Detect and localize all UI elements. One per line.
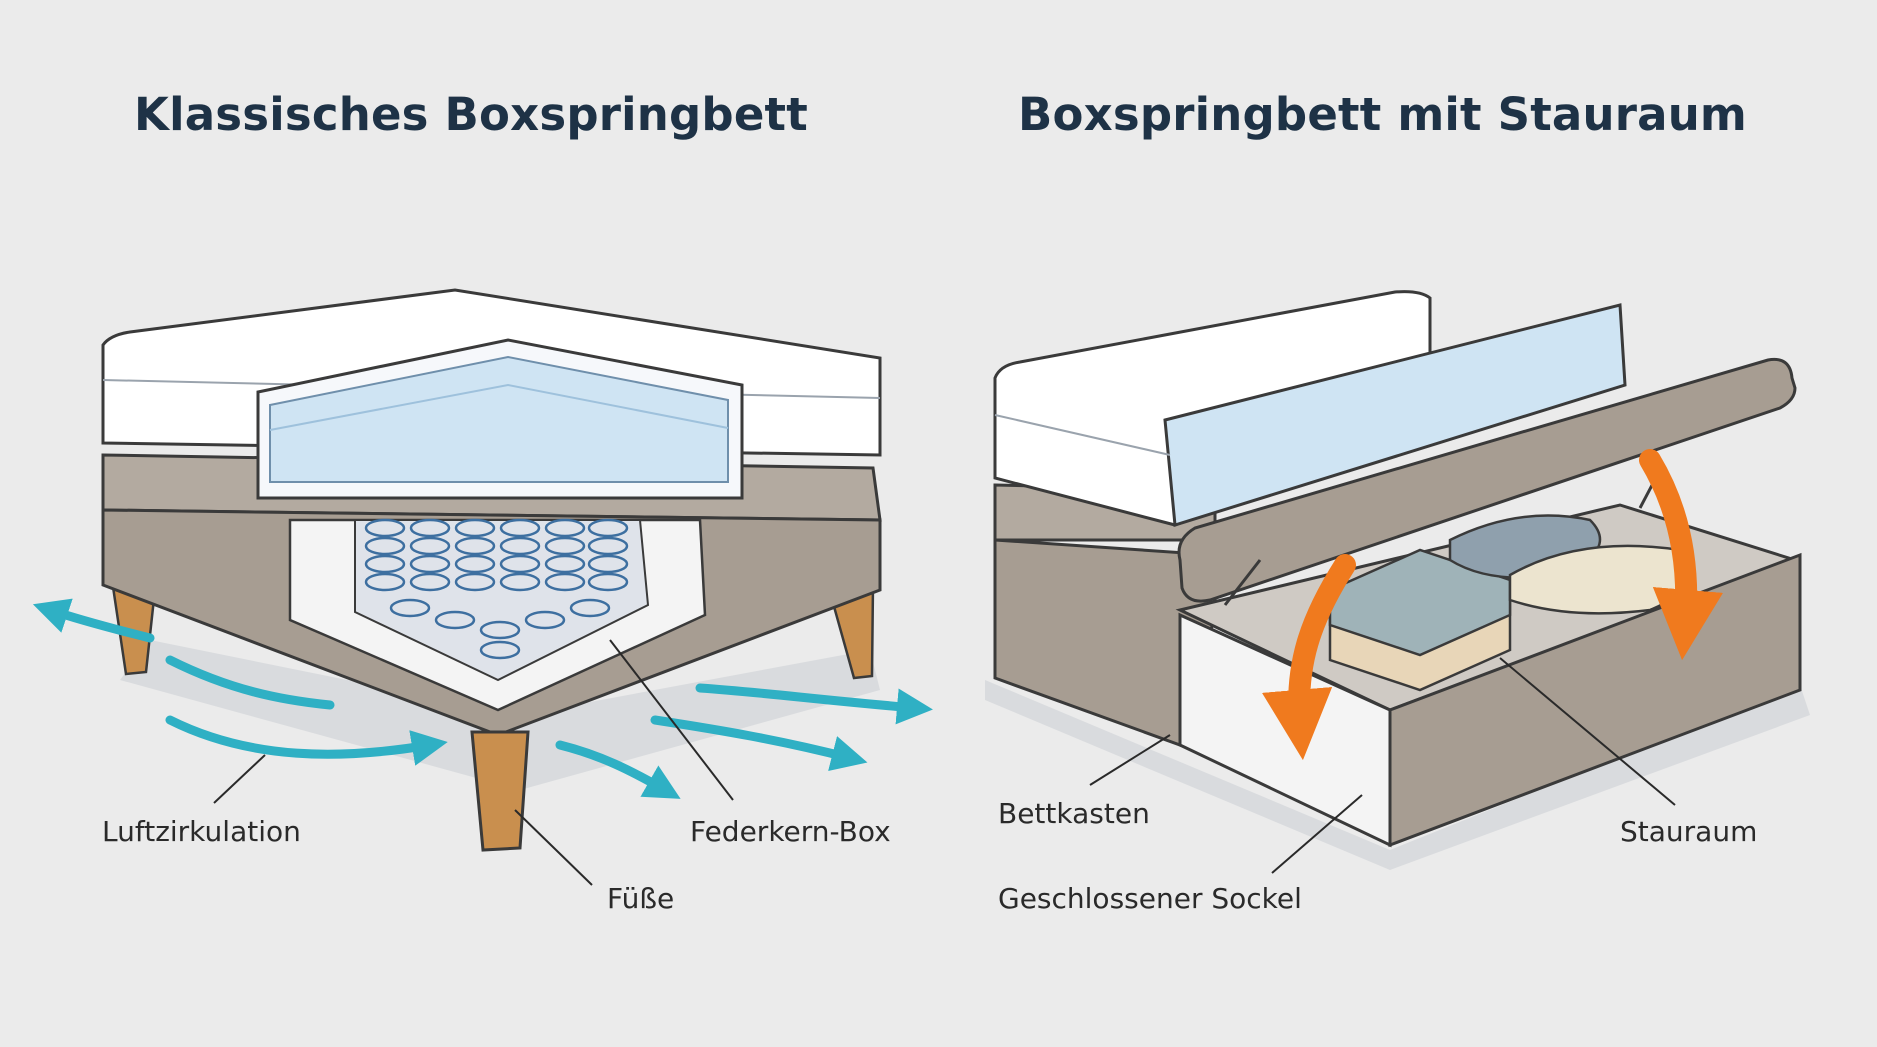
classic-boxspring-illustration [32,288,933,886]
stored-items [1328,514,1692,692]
spring-coils [364,518,629,660]
blanket-top [1328,548,1512,657]
label-air-circulation: Luftzirkulation [102,815,301,848]
label-bedbox: Bettkasten [998,797,1150,830]
mattress-right-seam [994,414,1171,456]
storage-boxspring-illustration [985,290,1810,874]
label-closed-base: Geschlossener Sockel [998,882,1302,915]
lift-arrow-right [1639,449,1723,661]
airflow-arrows [32,598,933,799]
lifted-lid [1177,357,1797,603]
mattress-foam-core [269,355,729,483]
air-arrow-6 [650,715,868,771]
leg-front [470,730,530,852]
label-spring-box: Federkern-Box [690,815,891,848]
label-feet: Füße [607,882,675,915]
title-storage-boxspring: Boxspringbett mit Stauraum [1018,88,1748,141]
floor-shadow-right [985,680,1810,870]
gas-spring-left [1223,559,1262,606]
title-classic-boxspring: Klassisches Boxspringbett [134,88,808,141]
leader-base [1271,794,1363,874]
label-storage: Stauraum [1620,815,1758,848]
leader-air [213,754,266,804]
leader-feet [514,809,593,886]
air-arrow-1 [32,598,155,643]
air-arrow-3 [165,715,448,766]
spring-cavity [354,519,650,682]
foam-layer-line [269,383,729,431]
leader-springs [609,639,734,801]
leader-storage [1499,657,1676,806]
air-arrow-4 [555,740,681,799]
mattress-right-front [1163,303,1627,527]
leader-bedbox [1089,734,1171,786]
air-arrow-2 [165,655,335,710]
air-arrow-5 [695,683,933,725]
lift-arrow-left [1262,554,1356,761]
